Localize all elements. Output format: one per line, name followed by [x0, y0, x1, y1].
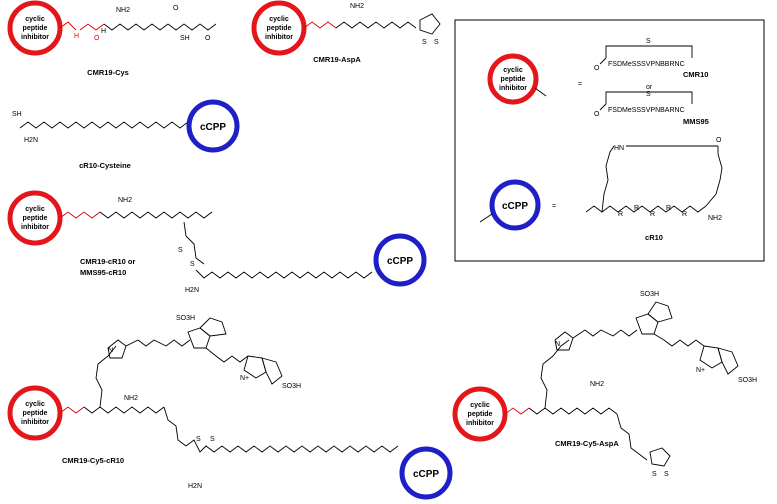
- atom-n: N: [108, 347, 113, 354]
- legend-cpp-ring: [489, 179, 541, 231]
- atom-h2n: H2N: [24, 137, 38, 144]
- label-conjugate-2: MMS95-cR10: [80, 268, 126, 277]
- inhibitor-ring-text-2: peptide: [23, 410, 48, 417]
- inhibitor-ring-text-1: cyclic: [470, 402, 490, 409]
- atom-s-2: S: [210, 436, 215, 443]
- cmr19-cys-structure: cyclic peptide inhibitor H O H NH2 O SH …: [7, 0, 217, 77]
- atom-n-plus: N+: [696, 367, 705, 374]
- legend-r-3: R: [650, 211, 655, 218]
- legend-r-2: R: [634, 205, 639, 212]
- cr10-cysteine-structure: SH H2N cCPP cR10-Cysteine: [12, 99, 240, 170]
- atom-s-2: S: [190, 261, 195, 268]
- inhibitor-ring-text-3: inhibitor: [466, 420, 494, 427]
- inhibitor-ring-text-3: inhibitor: [21, 34, 49, 41]
- atom-so3h-2: SO3H: [282, 383, 301, 390]
- atom-so3h: SO3H: [640, 291, 659, 298]
- cpp-ring: [399, 446, 453, 500]
- cmr19-cy5-cr10-structure: cyclic peptide inhibitor NH2 N SO3H N+ S…: [7, 315, 453, 500]
- atom-h2n: H2N: [185, 287, 199, 294]
- legend-inhibitor-text-1: cyclic: [503, 67, 523, 74]
- legend-name-mms95: MMS95: [683, 117, 709, 126]
- legend-r-5: R: [682, 211, 687, 218]
- cpp-ring: [186, 99, 240, 153]
- atom-n: H: [101, 28, 106, 35]
- label-cmr19-aspa: CMR19-AspA: [313, 55, 361, 64]
- legend-inhibitor-ring: [487, 53, 539, 105]
- atom-so3h: SO3H: [176, 315, 195, 322]
- atom-nh: H: [74, 33, 79, 40]
- cpp-ring: [373, 233, 427, 287]
- legend-inhibitor-text-2: peptide: [501, 76, 526, 83]
- atom-n: N: [555, 341, 560, 348]
- atom-nh2: NH2: [590, 381, 604, 388]
- legend-cpp-text: cCPP: [502, 201, 528, 212]
- atom-o-2: O: [173, 5, 179, 12]
- legend-equals-2: =: [552, 203, 556, 210]
- atom-sh: SH: [180, 35, 190, 42]
- atom-nh2: NH2: [350, 3, 364, 10]
- legend-o-3: O: [716, 137, 722, 144]
- atom-nh2: NH2: [118, 197, 132, 204]
- cpp-ring-text: cCPP: [387, 256, 413, 267]
- label-conjugate-1: CMR19-cR10 or: [80, 257, 136, 266]
- legend-hn: HN: [614, 145, 624, 152]
- cpp-ring-text: cCPP: [413, 469, 439, 480]
- atom-nh2: NH2: [116, 7, 130, 14]
- inhibitor-ring-text-3: inhibitor: [21, 224, 49, 231]
- legend-box: cyclic peptide inhibitor = S O FSDMeSSSV…: [454, 19, 765, 262]
- legend-s-1: S: [646, 38, 651, 45]
- inhibitor-ring-text-1: cyclic: [269, 16, 289, 23]
- atom-n-plus: N+: [240, 375, 249, 382]
- label-cmr19-cy5-cr10: CMR19-Cy5-cR10: [62, 456, 124, 465]
- atom-sh: SH: [12, 111, 22, 118]
- legend-or: or: [646, 84, 653, 91]
- inhibitor-ring-text-1: cyclic: [25, 401, 45, 408]
- legend-s-2: S: [646, 91, 651, 98]
- inhibitor-ring-text-3: inhibitor: [265, 34, 293, 41]
- legend-name-cr10: cR10: [645, 233, 663, 242]
- cmr19-cr10-conjugate-structure: cyclic peptide inhibitor NH2 S S H2N cCP…: [7, 190, 427, 294]
- legend-nh2: NH2: [708, 215, 722, 222]
- legend-name-cmr10: CMR10: [683, 70, 708, 79]
- inhibitor-ring-text-2: peptide: [23, 215, 48, 222]
- atom-so3h-2: SO3H: [738, 377, 757, 384]
- cmr19-aspa-structure: cyclic peptide inhibitor NH2 S S CMR19-A…: [251, 0, 441, 64]
- atom-h2n: H2N: [188, 483, 202, 490]
- atom-o: O: [94, 35, 100, 42]
- atom-s: S: [196, 436, 201, 443]
- legend-equals-1: =: [578, 81, 582, 88]
- legend-o-1: O: [594, 65, 600, 72]
- inhibitor-ring-text-2: peptide: [23, 25, 48, 32]
- atom-s-2: S: [434, 39, 439, 46]
- atom-nh2: NH2: [124, 395, 138, 402]
- label-cmr19-cy5-aspa: CMR19-Cy5-AspA: [555, 439, 619, 448]
- atom-s: S: [422, 39, 427, 46]
- legend-inhibitor-text-3: inhibitor: [499, 85, 527, 92]
- label-cmr19-cys: CMR19-Cys: [87, 68, 129, 77]
- inhibitor-ring-text-2: peptide: [468, 411, 493, 418]
- legend-r-1: R: [618, 211, 623, 218]
- cmr19-cy5-aspa-structure: cyclic peptide inhibitor NH2 N SO3H N+ S…: [452, 291, 757, 478]
- label-cr10-cysteine: cR10-Cysteine: [79, 161, 131, 170]
- inhibitor-ring-text-2: peptide: [267, 25, 292, 32]
- legend-o-2: O: [594, 111, 600, 118]
- inhibitor-ring-text-3: inhibitor: [21, 419, 49, 426]
- legend-r-4: R: [666, 205, 671, 212]
- cpp-ring-text: cCPP: [200, 122, 226, 133]
- atom-s: S: [178, 247, 183, 254]
- atom-o-3: O: [205, 35, 211, 42]
- atom-s: S: [652, 471, 657, 478]
- inhibitor-ring-text-1: cyclic: [25, 206, 45, 213]
- legend-seq-2: FSDMeSSSVPNBARNC: [608, 107, 685, 114]
- inhibitor-ring-text-1: cyclic: [25, 16, 45, 23]
- legend-seq-1: FSDMeSSSVPNBBRNC: [608, 61, 685, 68]
- atom-s-2: S: [664, 471, 669, 478]
